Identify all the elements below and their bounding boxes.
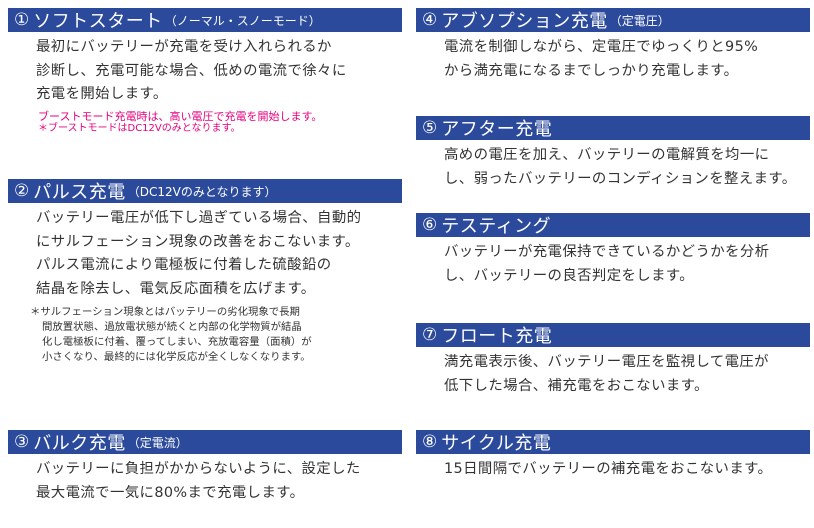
section-subtitle: （定電圧） <box>609 13 670 28</box>
section-body: バッテリー電圧が低下し過ぎている場合、自動的 にサルフェーション現象の改善をおこ… <box>8 207 402 301</box>
section-number: ③ <box>14 432 30 452</box>
section-testing: ⑥ テスティング バッテリーが充電保持できているかどうかを分析 し、バッテリーの… <box>416 213 810 288</box>
section-subtitle: （ノーマル・スノーモード） <box>164 13 321 28</box>
section-body: バッテリーが充電保持できているかどうかを分析 し、バッテリーの良否判定をします。 <box>416 241 810 288</box>
section-number: ⑥ <box>422 215 438 235</box>
section-header: ① ソフトスタート （ノーマル・スノーモード） <box>8 8 402 32</box>
body-line: 最大電流で一気に80%まで充電します。 <box>36 484 305 501</box>
section-body: 15日間隔でバッテリーの補充電をおこないます。 <box>416 458 810 482</box>
body-line: にサルフェーション現象の改善をおこないます。 <box>36 233 360 250</box>
note-line: 小さくなり、最終的には化学反応が全くしなくなります。 <box>42 351 311 363</box>
section-body: 満充電表示後、バッテリー電圧を監視して電圧が 低下した場合、補充電をおこないます… <box>416 351 810 398</box>
section-absorption-charge: ④ アブソプション充電 （定電圧） 電流を制御しながら、定電圧でゆっくりと95%… <box>416 8 810 83</box>
body-line: 診断し、充電可能な場合、低めの電流で徐々に <box>36 62 347 79</box>
section-header: ⑤ アフター充電 <box>416 116 810 140</box>
boost-mode-note: ブーストモード充電時は、高い電圧で充電を開始します。 ＊ブーストモードはDC12… <box>8 109 402 135</box>
section-body: バッテリーに負担がかからないように、設定した 最大電流で一気に80%まで充電しま… <box>8 458 402 505</box>
note-line: ＊ブーストモードはDC12Vのみとなります。 <box>38 122 241 134</box>
section-after-charge: ⑤ アフター充電 高めの電圧を加え、バッテリーの電解質を均一に し、弱ったバッテ… <box>416 116 810 191</box>
section-number: ④ <box>422 10 438 30</box>
section-float-charge: ⑦ フロート充電 満充電表示後、バッテリー電圧を監視して電圧が 低下した場合、補… <box>416 323 810 398</box>
body-line: 低下した場合、補充電をおこないます。 <box>444 377 709 394</box>
body-line: し、弱ったバッテリーのコンディションを整えます。 <box>444 170 797 187</box>
sulfation-note: ＊サルフェーション現象とはバッテリーの劣化現象で長期 間放置状態、過放電状態が続… <box>8 305 402 365</box>
section-body: 最初にバッテリーが充電を受け入れられるか 診断し、充電可能な場合、低めの電流で徐… <box>8 36 402 107</box>
section-bulk-charge: ③ バルク充電 （定電流） バッテリーに負担がかからないように、設定した 最大電… <box>8 430 402 505</box>
section-title: アブソプション充電 <box>441 11 608 32</box>
section-title: パルス充電 <box>33 182 126 203</box>
note-line: ブーストモード充電時は、高い電圧で充電を開始します。 <box>38 109 323 123</box>
section-subtitle: （DC12Vのみとなります） <box>127 184 277 199</box>
section-header: ② パルス充電 （DC12Vのみとなります） <box>8 179 402 203</box>
section-title: サイクル充電 <box>441 433 552 454</box>
body-line: バッテリー電圧が低下し過ぎている場合、自動的 <box>36 210 362 226</box>
section-number: ① <box>14 10 30 30</box>
section-header: ⑦ フロート充電 <box>416 323 810 347</box>
section-body: 電流を制御しながら、定電圧でゆっくりと95% から満充電になるまでしっかり充電し… <box>416 36 810 83</box>
body-line: バッテリーに負担がかからないように、設定した <box>36 461 361 477</box>
body-line: バッテリーが充電保持できているかどうかを分析 <box>444 244 770 260</box>
section-header: ④ アブソプション充電 （定電圧） <box>416 8 810 32</box>
section-number: ② <box>14 181 30 201</box>
section-number: ⑤ <box>422 118 438 138</box>
note-line: 間放置状態、過放電状態が続くと内部の化学物質が結晶 <box>42 321 302 333</box>
section-number: ⑦ <box>422 325 438 345</box>
section-title: フロート充電 <box>441 326 553 347</box>
section-header: ⑧ サイクル充電 <box>416 430 810 454</box>
section-cycle-charge: ⑧ サイクル充電 15日間隔でバッテリーの補充電をおこないます。 <box>416 430 810 482</box>
section-pulse-charge: ② パルス充電 （DC12Vのみとなります） バッテリー電圧が低下し過ぎている場… <box>8 179 402 365</box>
body-line: 15日間隔でバッテリーの補充電をおこないます。 <box>444 461 773 477</box>
section-title: バルク充電 <box>33 433 126 454</box>
body-line: し、バッテリーの良否判定をします。 <box>444 267 695 284</box>
section-header: ⑥ テスティング <box>416 213 810 237</box>
section-body: 高めの電圧を加え、バッテリーの電解質を均一に し、弱ったバッテリーのコンディショ… <box>416 144 810 191</box>
body-line: 満充電表示後、バッテリー電圧を監視して電圧が <box>444 354 769 370</box>
body-line: 最初にバッテリーが充電を受け入れられるか <box>36 39 332 55</box>
section-title: テスティング <box>441 216 552 237</box>
body-line: 高めの電圧を加え、バッテリーの電解質を均一に <box>444 147 770 163</box>
body-line: 結晶を除去し、電気反応面積を広げます。 <box>36 280 316 297</box>
section-number: ⑧ <box>422 432 438 452</box>
section-title: ソフトスタート <box>33 11 163 32</box>
body-line: 電流を制御しながら、定電圧でゆっくりと95% <box>444 39 759 55</box>
section-header: ③ バルク充電 （定電流） <box>8 430 402 454</box>
body-line: 充電を開始します。 <box>36 86 168 102</box>
body-line: パルス電流により電極板に付着した硫酸鉛の <box>36 257 332 273</box>
body-line: から満充電になるまでしっかり充電します。 <box>444 62 739 79</box>
section-title: アフター充電 <box>441 119 553 140</box>
note-line: ＊サルフェーション現象とはバッテリーの劣化現象で長期 <box>30 306 300 318</box>
section-subtitle: （定電流） <box>127 435 188 450</box>
section-soft-start: ① ソフトスタート （ノーマル・スノーモード） 最初にバッテリーが充電を受け入れ… <box>8 8 402 135</box>
note-line: 化し電極板に付着、覆ってしまい、充放電容量（面積）が <box>42 336 312 348</box>
